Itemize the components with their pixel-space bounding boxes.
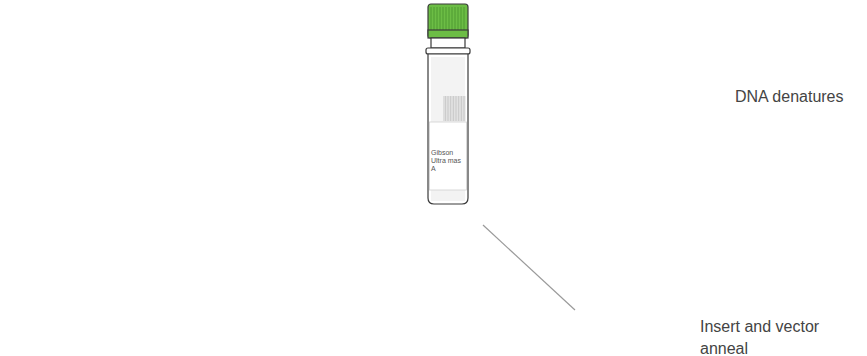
frost-hatch <box>458 96 459 121</box>
cap-ridge <box>449 7 450 30</box>
frost-hatch <box>445 96 446 121</box>
cap-ridge <box>455 7 456 30</box>
tube-neck <box>426 38 470 54</box>
cap-ridge <box>458 7 459 30</box>
leader-line <box>483 225 575 310</box>
step-label: DNA denatures <box>735 86 865 108</box>
frost-hatch <box>453 96 454 121</box>
cap-ridge <box>440 7 441 30</box>
frost-hatch <box>448 96 449 121</box>
cap-ridge <box>461 7 462 30</box>
frost-hatch <box>450 96 451 121</box>
frost-hatch <box>456 96 457 121</box>
cap-ridge <box>437 7 438 30</box>
cap-ridge <box>452 7 453 30</box>
cap-ridge <box>443 7 444 30</box>
frost-hatch <box>455 96 456 121</box>
cap-ridge <box>431 7 432 30</box>
cap-ridge <box>446 7 447 30</box>
cap-ridge <box>434 7 435 30</box>
tube-cap <box>428 4 468 38</box>
tube-label: Gibson Ultra mas A <box>431 149 463 173</box>
frost-hatch <box>444 96 445 121</box>
frost-hatch <box>463 96 464 121</box>
frost-hatch <box>461 96 462 121</box>
frost-hatch <box>464 96 465 121</box>
frost-hatch <box>460 96 461 121</box>
tube-body <box>428 54 468 204</box>
cap-ridge <box>464 7 465 30</box>
frost-hatch <box>452 96 453 121</box>
step-label: Insert and vector anneal <box>700 316 865 356</box>
frost-hatch <box>447 96 448 121</box>
